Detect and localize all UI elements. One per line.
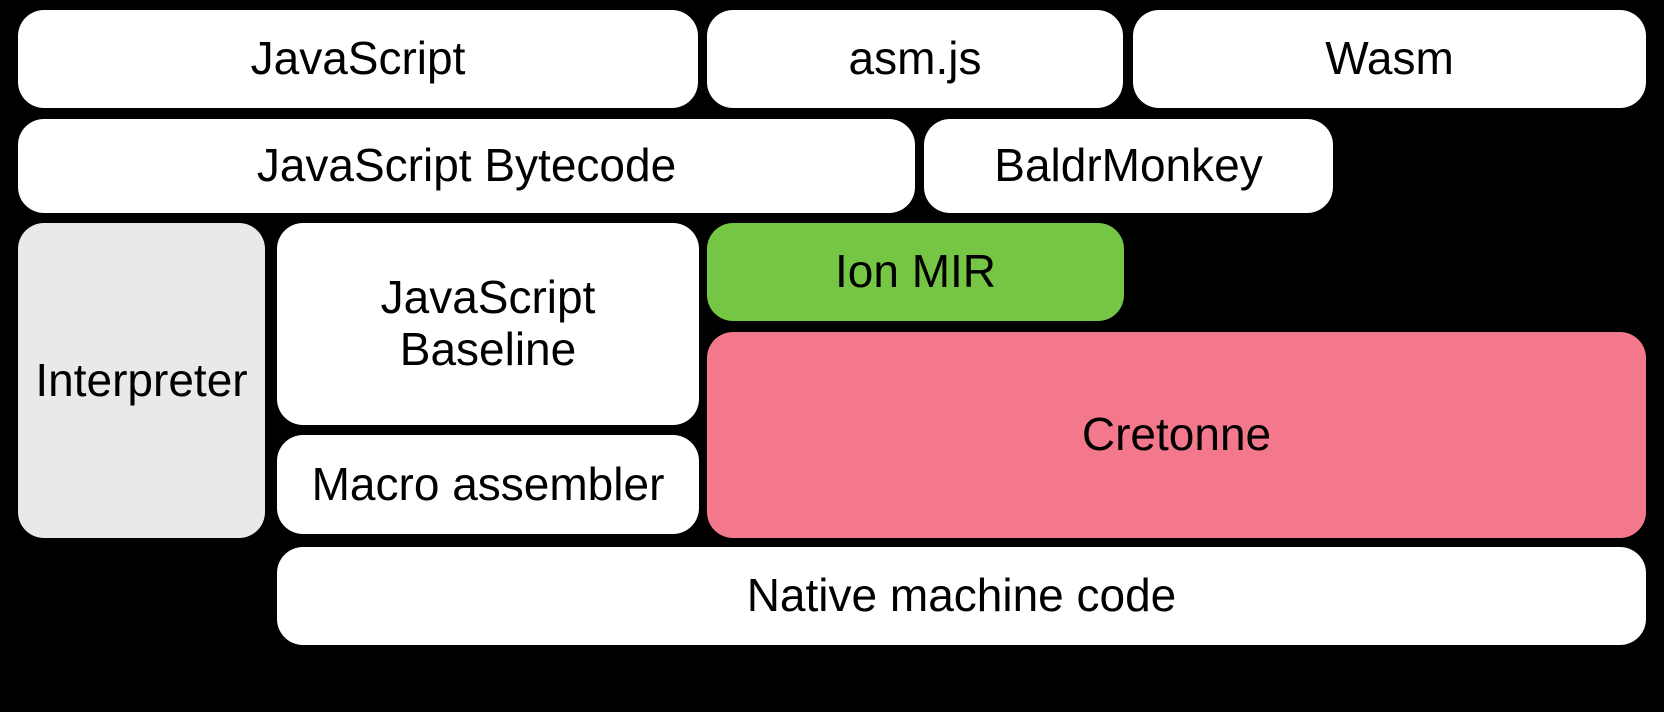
node-javascript-bytecode[interactable]: JavaScript Bytecode [18, 119, 915, 213]
node-ion-mir[interactable]: Ion MIR [707, 223, 1124, 321]
node-wasm[interactable]: Wasm [1133, 10, 1646, 108]
node-javascript[interactable]: JavaScript [18, 10, 698, 108]
node-javascript-baseline[interactable]: JavaScript Baseline [277, 223, 699, 425]
node-macro-assembler[interactable]: Macro assembler [277, 435, 699, 534]
node-asm-js[interactable]: asm.js [707, 10, 1123, 108]
node-baldrmonkey[interactable]: BaldrMonkey [924, 119, 1333, 213]
node-interpreter[interactable]: Interpreter [18, 223, 265, 538]
node-cretonne[interactable]: Cretonne [707, 332, 1646, 538]
node-native-machine-code[interactable]: Native machine code [277, 547, 1646, 645]
